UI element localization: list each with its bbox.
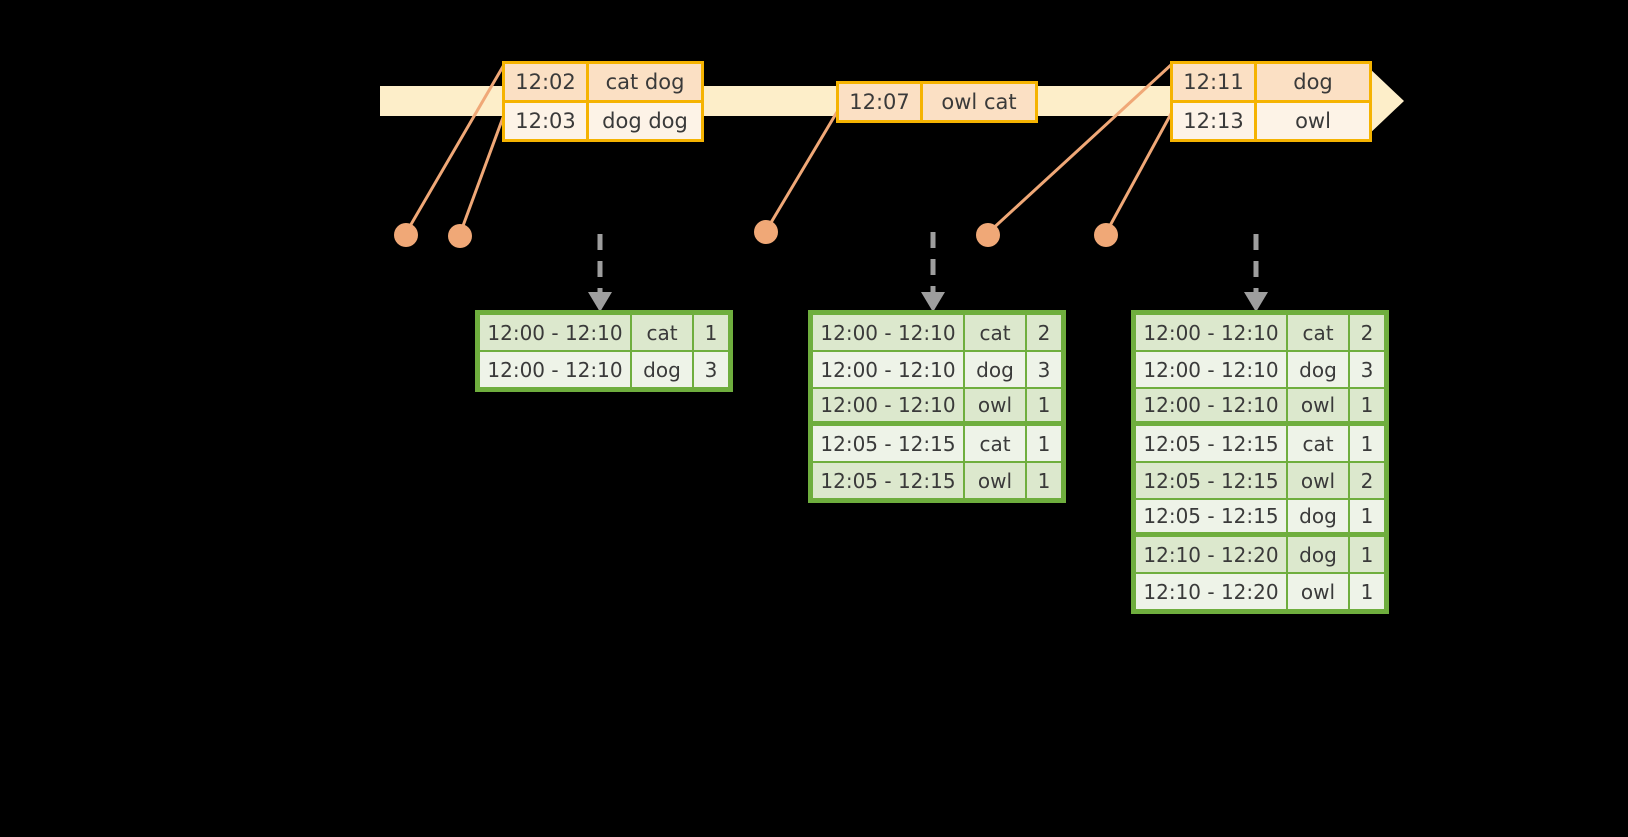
event-marker-dot: [448, 224, 472, 248]
result-count: 3: [693, 351, 729, 388]
result-window: 12:00 - 12:10: [479, 351, 631, 388]
result-window: 12:05 - 12:15: [812, 425, 964, 462]
result-count: 1: [1026, 462, 1062, 499]
event-marker-dot: [394, 223, 418, 247]
result-window: 12:05 - 12:15: [1135, 499, 1287, 536]
event-time: 12:03: [505, 103, 589, 139]
event-marker-dot: [754, 220, 778, 244]
result-key: dog: [1287, 536, 1349, 573]
event-row[interactable]: 12:13 owl: [1173, 100, 1369, 139]
event-row[interactable]: 12:07 owl cat: [839, 84, 1035, 120]
result-key: cat: [1287, 425, 1349, 462]
result-count: 3: [1349, 351, 1385, 388]
event-markers: [394, 220, 1118, 248]
result-key: cat: [1287, 314, 1349, 351]
result-count: 2: [1026, 314, 1062, 351]
event-value: dog dog: [589, 103, 701, 139]
result-key: owl: [964, 388, 1026, 425]
result-window: 12:05 - 12:15: [812, 462, 964, 499]
result-key: cat: [964, 314, 1026, 351]
result-window: 12:00 - 12:10: [1135, 314, 1287, 351]
result-key: owl: [1287, 388, 1349, 425]
result-count: 1: [1349, 573, 1385, 610]
event-marker-dot: [976, 223, 1000, 247]
event-value: dog: [1257, 64, 1369, 100]
events-group-3[interactable]: 12:11 dog 12:13 owl: [1170, 61, 1372, 142]
emit-arrowheads: [588, 292, 1268, 312]
result-key: dog: [631, 351, 693, 388]
result-key: cat: [631, 314, 693, 351]
result-key: dog: [1287, 351, 1349, 388]
result-count: 1: [1349, 388, 1385, 425]
result-window: 12:05 - 12:15: [1135, 425, 1287, 462]
result-window: 12:05 - 12:15: [1135, 462, 1287, 499]
event-time: 12:11: [1173, 64, 1257, 100]
result-window: 12:10 - 12:20: [1135, 536, 1287, 573]
result-window: 12:00 - 12:10: [1135, 388, 1287, 425]
event-connector-lines: [404, 62, 1174, 235]
events-group-2[interactable]: 12:07 owl cat: [836, 81, 1038, 123]
result-key: owl: [964, 462, 1026, 499]
result-count: 1: [693, 314, 729, 351]
result-key: dog: [1287, 499, 1349, 536]
result-key: owl: [1287, 462, 1349, 499]
event-row[interactable]: 12:11 dog: [1173, 64, 1369, 100]
result-window: 12:00 - 12:10: [812, 314, 964, 351]
result-count: 1: [1349, 536, 1385, 573]
result-key: owl: [1287, 573, 1349, 610]
result-count: 1: [1026, 388, 1062, 425]
result-key: dog: [964, 351, 1026, 388]
result-window: 12:00 - 12:10: [479, 314, 631, 351]
result-window: 12:00 - 12:10: [812, 388, 964, 425]
result-count: 1: [1026, 425, 1062, 462]
result-window: 12:10 - 12:20: [1135, 573, 1287, 610]
event-time: 12:07: [839, 84, 923, 120]
events-group-1[interactable]: 12:02 cat dog 12:03 dog dog: [502, 61, 704, 142]
result-key: cat: [964, 425, 1026, 462]
result-window: 12:00 - 12:10: [812, 351, 964, 388]
event-marker-dot: [1094, 223, 1118, 247]
result-count: 2: [1349, 314, 1385, 351]
result-window: 12:00 - 12:10: [1135, 351, 1287, 388]
result-count: 3: [1026, 351, 1062, 388]
event-value: cat dog: [589, 64, 701, 100]
event-row[interactable]: 12:03 dog dog: [505, 100, 701, 139]
event-value: owl: [1257, 103, 1369, 139]
event-value: owl cat: [923, 84, 1035, 120]
event-time: 12:02: [505, 64, 589, 100]
result-count: 1: [1349, 425, 1385, 462]
emit-arrows: [597, 232, 1259, 292]
event-time: 12:13: [1173, 103, 1257, 139]
event-row[interactable]: 12:02 cat dog: [505, 64, 701, 100]
result-count: 1: [1349, 499, 1385, 536]
result-count: 2: [1349, 462, 1385, 499]
